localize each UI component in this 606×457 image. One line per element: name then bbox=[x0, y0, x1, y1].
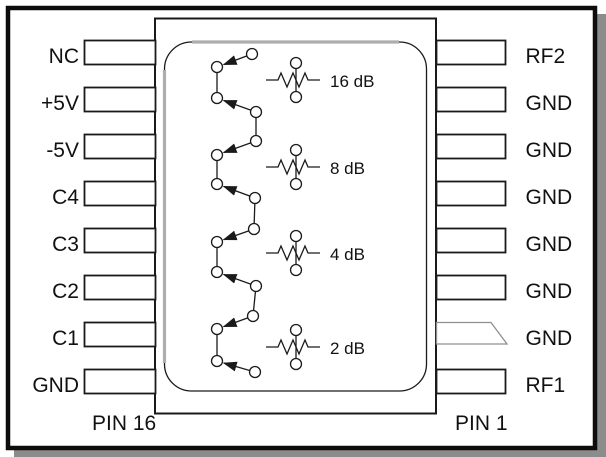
switch-node bbox=[210, 265, 224, 279]
switch-node bbox=[210, 60, 224, 74]
footer-label-pin16: PIN 16 bbox=[92, 412, 156, 435]
resistor-terminal bbox=[289, 143, 303, 157]
switch-node bbox=[248, 191, 262, 205]
pin-rect-left-c2 bbox=[83, 274, 157, 301]
pin-label-gnd4: GND bbox=[526, 186, 573, 209]
pin-label-c4: C4 bbox=[52, 186, 79, 209]
pin-rect-right-rf1 bbox=[435, 368, 507, 395]
resistor-terminal bbox=[289, 229, 303, 243]
pin-label-c1: C1 bbox=[52, 327, 79, 350]
pin-label-gnd2: GND bbox=[526, 92, 573, 115]
stage-label-4db: 4 dB bbox=[330, 245, 365, 264]
pin-rect-left-c1 bbox=[83, 321, 157, 348]
spdt-switch-pair-4 bbox=[210, 309, 262, 379]
resistor-zigzag bbox=[266, 71, 320, 89]
switch-node bbox=[210, 91, 224, 105]
resistor-icon-16db: 16 dB bbox=[266, 56, 374, 104]
die-outline bbox=[162, 40, 428, 392]
pin-rect-right-gnd6 bbox=[435, 274, 507, 301]
switch-node bbox=[249, 279, 263, 293]
pin-rect-right-gnd4 bbox=[435, 180, 507, 207]
pin-rect-left-c4 bbox=[83, 180, 157, 207]
pin-rect-left-p5v bbox=[83, 86, 157, 113]
switch-node bbox=[210, 235, 224, 249]
switch-node bbox=[210, 322, 224, 336]
die-outline-gray-highlight bbox=[162, 40, 399, 363]
pin-label-rf1: RF1 bbox=[526, 374, 566, 397]
resistor-icon-4db: 4 dB bbox=[266, 229, 365, 277]
spdt-switch-pair-2 bbox=[210, 134, 263, 205]
switch-node bbox=[249, 134, 263, 148]
stage-label-16db: 16 dB bbox=[330, 72, 374, 91]
stage-label-8db: 8 dB bbox=[330, 159, 365, 178]
pin-rect-left-n5v bbox=[83, 133, 157, 160]
pin-label-nc: NC bbox=[49, 45, 79, 68]
pin-rect-left-c3 bbox=[83, 227, 157, 254]
switch-node bbox=[210, 148, 224, 162]
ic-package-body bbox=[154, 17, 437, 415]
right-pins: RF2 GND GND GND GND GND GND RF1 bbox=[435, 39, 573, 397]
pin-label-gnd7: GND bbox=[526, 327, 573, 350]
resistor-terminal bbox=[289, 357, 303, 371]
pin-label-c3: C3 bbox=[52, 233, 79, 256]
switch-node bbox=[210, 177, 224, 191]
resistor-zigzag bbox=[266, 338, 320, 356]
stage-label-2db: 2 dB bbox=[330, 339, 365, 358]
pin-rect-right-gnd5 bbox=[435, 227, 507, 254]
switch-node bbox=[210, 354, 224, 368]
pin-label-plus5v: +5V bbox=[41, 92, 79, 115]
resistor-zigzag bbox=[266, 244, 320, 262]
switch-node bbox=[246, 309, 260, 323]
pin-label-gnd-left: GND bbox=[32, 374, 79, 397]
pin-label-minus5v: -5V bbox=[46, 139, 79, 162]
pin-label-rf2: RF2 bbox=[526, 45, 566, 68]
resistor-terminal bbox=[289, 177, 303, 191]
pin-label-gnd5: GND bbox=[526, 233, 573, 256]
pin-label-gnd6: GND bbox=[526, 280, 573, 303]
resistor-icon-2db: 2 dB bbox=[266, 323, 365, 371]
resistor-icon-8db: 8 dB bbox=[266, 143, 365, 191]
resistor-terminal bbox=[289, 263, 303, 277]
resistor-terminal bbox=[289, 323, 303, 337]
pin-rect-right-gnd3 bbox=[435, 133, 507, 160]
left-pins: NC +5V -5V C4 C3 C2 C1 GND bbox=[32, 39, 157, 397]
spdt-switch-pair-3 bbox=[210, 222, 263, 293]
pin-rect-right-rf2 bbox=[435, 39, 507, 66]
switch-node bbox=[249, 105, 263, 119]
pin-rect-right-gnd2 bbox=[435, 86, 507, 113]
switch-node bbox=[248, 365, 262, 379]
resistor-terminal bbox=[289, 56, 303, 70]
footer-label-pin1: PIN 1 bbox=[455, 412, 508, 435]
switch-node bbox=[245, 47, 259, 61]
spdt-switch-pair-1 bbox=[210, 47, 263, 119]
pin-trapezoid-right-gnd7 bbox=[435, 321, 509, 345]
pin-label-c2: C2 bbox=[52, 280, 79, 303]
pin-rect-left-gnd bbox=[83, 368, 157, 395]
pin-rect-left-nc bbox=[83, 39, 157, 66]
resistor-zigzag bbox=[266, 158, 320, 176]
resistor-terminal bbox=[289, 90, 303, 104]
pin-label-gnd3: GND bbox=[526, 139, 573, 162]
switch-node bbox=[247, 222, 261, 236]
